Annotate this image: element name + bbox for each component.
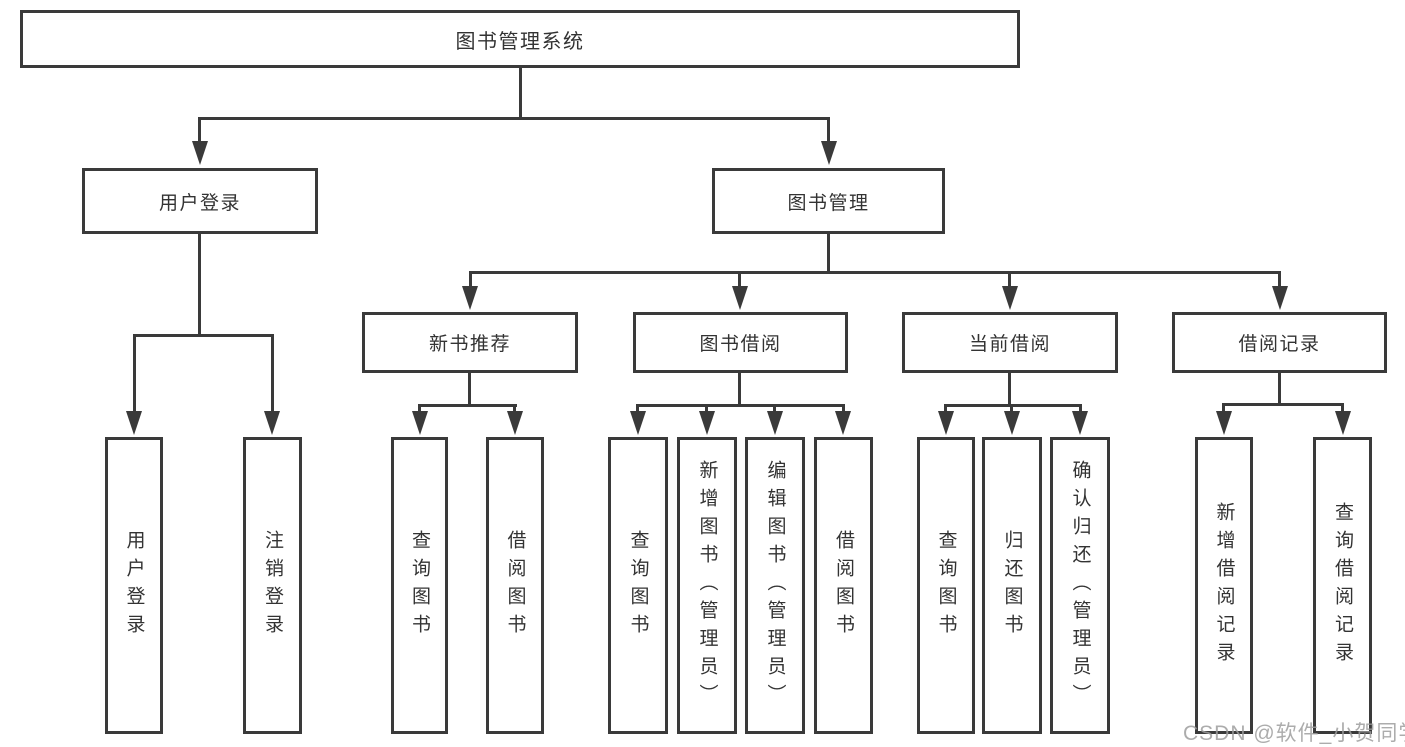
connector-borrow-rail — [636, 404, 845, 407]
connector-drop — [418, 404, 421, 416]
connector-records-drop — [1278, 271, 1281, 291]
arrowhead-query-books — [630, 411, 646, 435]
arrowhead-query-books — [412, 411, 428, 435]
node-user-login: 用户登录 — [82, 168, 318, 234]
node-label: 查询借阅记录 — [1332, 501, 1353, 670]
connector-current-drop — [1008, 271, 1011, 291]
arrowhead-logout — [264, 411, 280, 435]
node-label: 归还图书 — [1001, 529, 1023, 642]
node-label: 图书管理系统 — [455, 30, 585, 53]
node-borrow-query-books: 查询图书 — [608, 437, 668, 734]
node-label: 图书借阅 — [699, 334, 782, 355]
arrowhead-book-management — [821, 141, 837, 165]
node-records-query-record: 查询借阅记录 — [1313, 437, 1372, 734]
connector-drop — [636, 404, 639, 416]
arrowhead-borrow-books — [835, 411, 851, 435]
arrowhead-confirm-return — [1072, 411, 1088, 435]
connector-drop — [944, 404, 947, 416]
node-current-confirm-return: 确认归还（管理员） — [1050, 437, 1110, 734]
node-label: 确认归还（管理员） — [1069, 459, 1091, 712]
connector-drop — [842, 404, 845, 416]
arrowhead-borrow-books — [507, 411, 523, 435]
arrowhead-records — [1272, 286, 1288, 310]
node-label: 查询图书 — [935, 529, 957, 642]
node-recommend-query-books: 查询图书 — [391, 437, 448, 734]
connector-user-login-drop — [198, 117, 201, 145]
node-label: 借阅记录 — [1238, 334, 1321, 355]
node-label: 新书推荐 — [428, 334, 511, 355]
arrowhead-query-record — [1335, 411, 1351, 435]
node-label: 用户登录 — [123, 529, 145, 642]
connector-recommend-stem — [468, 373, 471, 407]
connector-level3-rail — [469, 271, 1281, 274]
arrowhead-current — [1002, 286, 1018, 310]
connector-user-login-stem — [198, 234, 201, 337]
connector-login-drop — [133, 334, 136, 416]
connector-drop — [705, 404, 708, 416]
node-recommend-borrow-books: 借阅图书 — [486, 437, 544, 734]
node-borrow-add-books: 新增图书（管理员） — [677, 437, 737, 734]
connector-recommend-drop — [469, 271, 472, 291]
connector-current-rail — [944, 404, 1082, 407]
connector-borrow-stem — [738, 373, 741, 407]
connector-drop — [1341, 403, 1344, 416]
node-current-query-books: 查询图书 — [917, 437, 975, 734]
csdn-watermark: CSDN @软件_小贺同学 — [1183, 722, 1405, 745]
node-label: 新增图书（管理员） — [696, 459, 718, 712]
connector-drop — [773, 404, 776, 416]
node-label: 注销登录 — [262, 529, 283, 642]
node-book-borrow: 图书借阅 — [633, 312, 848, 373]
node-login: 用户登录 — [105, 437, 163, 734]
node-label: 用户登录 — [158, 192, 241, 214]
arrowhead-query-books — [938, 411, 954, 435]
node-label: 编辑图书（管理员） — [764, 459, 786, 712]
connector-records-stem — [1278, 373, 1281, 406]
node-book-management-system: 图书管理系统 — [20, 10, 1020, 68]
node-borrow-edit-books: 编辑图书（管理员） — [745, 437, 805, 734]
connector-drop — [1010, 404, 1013, 416]
node-borrow-borrow-books: 借阅图书 — [814, 437, 873, 734]
arrowhead-add-record — [1216, 411, 1232, 435]
connector-level2-rail — [198, 117, 830, 120]
connector-book-management-stem — [827, 234, 830, 274]
connector-recommend-rail — [418, 404, 517, 407]
connector-borrow-drop — [738, 271, 741, 291]
node-current-return-books: 归还图书 — [982, 437, 1042, 734]
connector-book-management-drop — [827, 117, 830, 145]
node-borrow-records: 借阅记录 — [1172, 312, 1387, 373]
connector-logout-drop — [271, 334, 274, 416]
node-new-book-recommend: 新书推荐 — [362, 312, 578, 373]
arrowhead-edit-books — [767, 411, 783, 435]
connector-current-stem — [1008, 373, 1011, 407]
arrowhead-return-books — [1004, 411, 1020, 435]
node-logout: 注销登录 — [243, 437, 302, 734]
connector-drop — [1079, 404, 1082, 416]
node-records-add-record: 新增借阅记录 — [1195, 437, 1253, 734]
node-label: 当前借阅 — [968, 334, 1051, 355]
arrowhead-recommend — [462, 286, 478, 310]
node-book-management: 图书管理 — [712, 168, 945, 234]
node-label: 查询图书 — [409, 529, 430, 642]
arrowhead-add-books — [699, 411, 715, 435]
connector-drop — [513, 404, 516, 416]
arrowhead-borrow — [732, 286, 748, 310]
node-label: 新增借阅记录 — [1213, 501, 1235, 670]
arrowhead-login — [126, 411, 142, 435]
connector-login-rail — [133, 334, 274, 337]
node-label: 借阅图书 — [504, 529, 526, 642]
node-label: 借阅图书 — [833, 529, 854, 642]
connector-root-stem — [519, 68, 522, 120]
node-label: 查询图书 — [627, 529, 649, 642]
connector-drop — [1222, 403, 1225, 416]
connector-records-rail — [1222, 403, 1344, 406]
node-current-borrow: 当前借阅 — [902, 312, 1118, 373]
arrowhead-user-login — [192, 141, 208, 165]
node-label: 图书管理 — [787, 192, 870, 214]
